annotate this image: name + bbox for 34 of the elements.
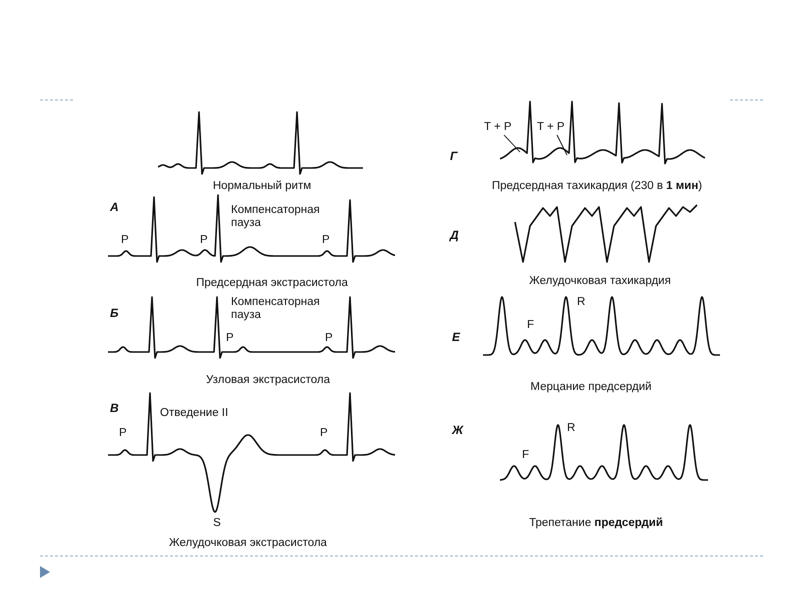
wave-label: P <box>320 427 328 440</box>
wave-label: P <box>325 332 333 345</box>
wave-label: T + P <box>537 121 565 134</box>
wave-label: F <box>522 449 530 462</box>
annotation: Компенсаторная пауза <box>231 296 321 322</box>
panel-letter: Д <box>450 229 459 242</box>
trace-caption: Предсердная экстрасистола <box>196 277 348 290</box>
panel-letter: В <box>110 402 119 415</box>
trace-caption: Узловая экстрасистола <box>206 374 330 387</box>
leader-line <box>504 134 520 152</box>
wave-label: P <box>119 427 127 440</box>
wave-label: F <box>527 319 534 332</box>
wave-label: P <box>322 234 330 247</box>
wave-label: T + P <box>484 121 512 134</box>
panel-letter: Ж <box>452 424 464 437</box>
wave-label: P <box>121 234 129 247</box>
panel-letter: Г <box>450 150 458 163</box>
wave-label: P <box>200 234 208 247</box>
panel-letter: Е <box>452 331 460 344</box>
annotation: Отведение II <box>160 407 228 420</box>
wave-label: P <box>226 332 234 345</box>
trace-caption: Желудочковая экстрасистола <box>169 537 327 550</box>
annotation: Компенсаторная пауза <box>231 204 321 230</box>
wave-label: R <box>577 296 586 309</box>
panel-letter: А <box>110 201 119 214</box>
panel-letter: Б <box>110 307 118 320</box>
wave-label: R <box>567 422 576 435</box>
wave-label: S <box>213 517 221 530</box>
trace-caption: Мерцание предсердий <box>530 381 652 394</box>
trace-caption: Желудочковая тахикардия <box>529 275 671 288</box>
trace-caption: Нормальный ритм <box>212 180 312 193</box>
trace-caption: Предсердная тахикардия (230 в 1 мин) <box>492 180 702 193</box>
leader-line <box>556 134 568 156</box>
trace-caption: Трепетание предсердий <box>529 517 663 530</box>
